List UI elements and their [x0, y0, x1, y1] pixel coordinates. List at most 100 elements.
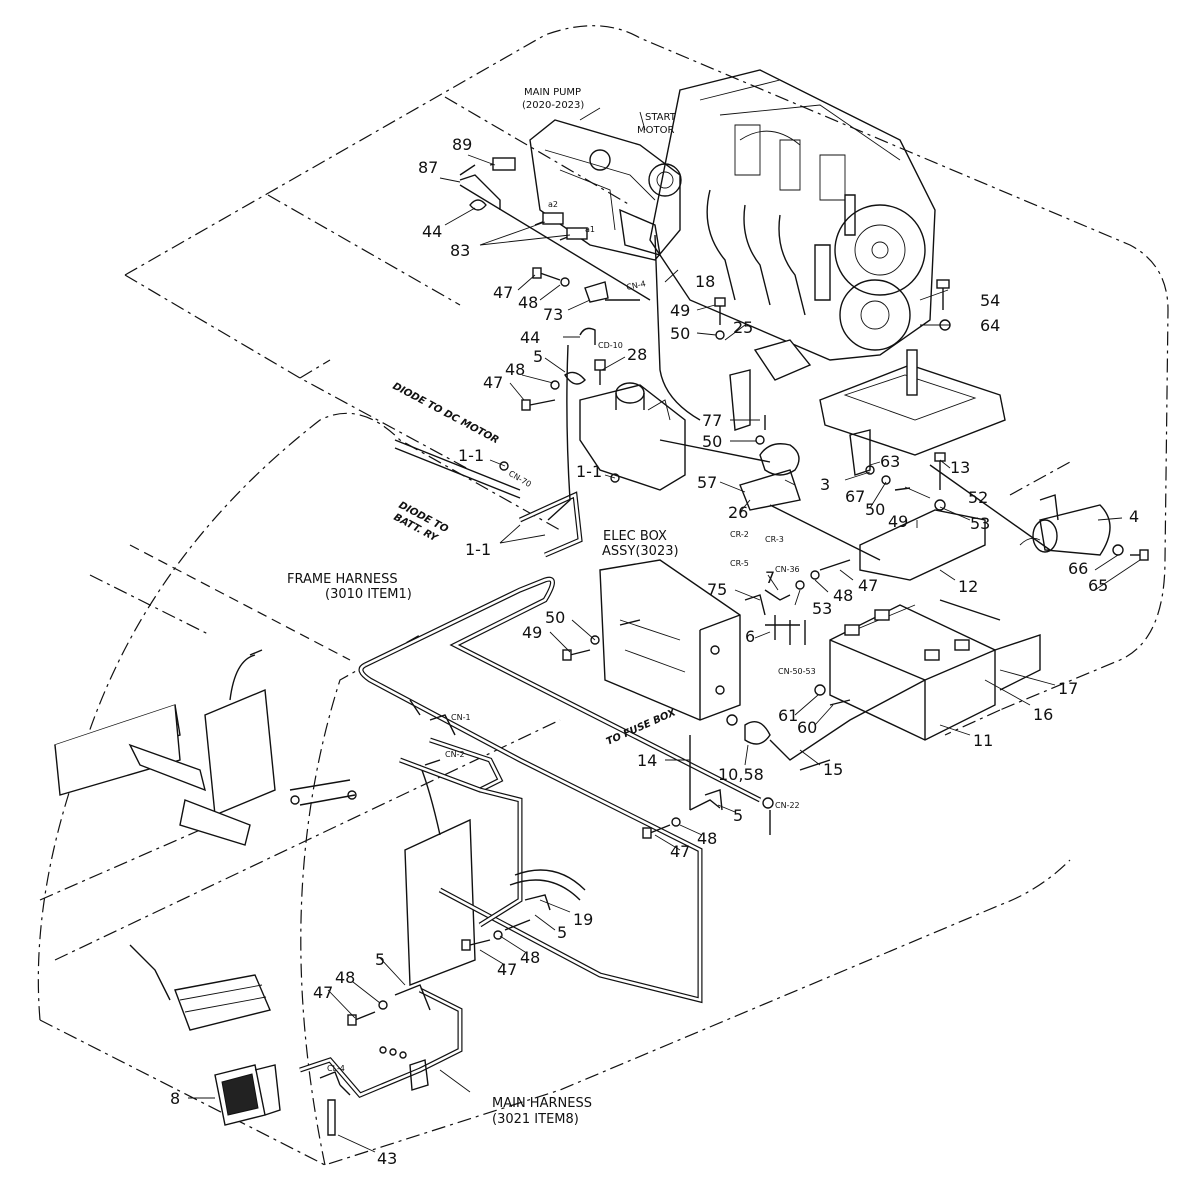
engine-assembly	[649, 69, 936, 361]
elec-box-label: ELEC BOX	[603, 529, 667, 544]
callout-14: 14	[637, 751, 657, 770]
main-pump-label: MAIN PUMP	[524, 87, 581, 98]
callout-26: 26	[728, 503, 748, 522]
callout-13: 13	[950, 458, 970, 477]
callout-48d: 48	[697, 829, 717, 848]
connector-cn1: CN-1	[451, 713, 471, 722]
callout-50b: 50	[702, 432, 722, 451]
machine-outline	[37, 25, 1169, 1166]
callout-12: 12	[958, 577, 978, 596]
connector-cr2: CR-2	[730, 530, 749, 539]
main-pump-ref: (2020-2023)	[522, 100, 584, 111]
callout-49a: 49	[670, 301, 690, 320]
callout-50c: 50	[865, 500, 885, 519]
callout-47d: 47	[670, 842, 690, 861]
callout-11a: 1-1	[458, 446, 484, 465]
callout-53a: 53	[970, 514, 990, 533]
callout-83: 83	[450, 241, 470, 260]
starter-motor	[579, 382, 771, 491]
fastener-hardware	[289, 164, 1149, 1136]
callout-89: 89	[452, 135, 472, 154]
callout-10-58: 10,58	[718, 765, 764, 784]
elec-box	[599, 559, 741, 721]
connector-cn2: CN-2	[445, 750, 465, 759]
elec-box-ref: ASSY(3023)	[602, 544, 679, 559]
connector-cn36: CN-36	[775, 565, 800, 574]
callout-8: 8	[170, 1089, 180, 1108]
connector-cd10: CD-10	[598, 341, 623, 350]
start-motor-label: START	[645, 112, 677, 123]
work-lamp	[214, 1064, 281, 1126]
callout-52: 52	[968, 488, 988, 507]
connector-cn22: CN-22	[775, 801, 800, 810]
connector-cn5053: CN-50-53	[778, 667, 816, 676]
callout-28: 28	[627, 345, 647, 364]
callout-47f: 47	[313, 983, 333, 1002]
callout-49b: 49	[888, 512, 908, 531]
batteries	[829, 604, 996, 741]
callout-25: 25	[733, 318, 753, 337]
callout-67: 67	[845, 487, 865, 506]
callout-5a: 5	[533, 347, 543, 366]
callout-5b: 5	[733, 806, 743, 825]
callout-15: 15	[823, 760, 843, 779]
callout-4: 4	[1129, 507, 1139, 526]
callout-17: 17	[1058, 679, 1078, 698]
callout-48a: 48	[518, 293, 538, 312]
callout-65: 65	[1088, 576, 1108, 595]
callout-57: 57	[697, 473, 717, 492]
main-harness-label: MAIN HARNESS	[492, 1096, 592, 1111]
callout-64: 64	[980, 316, 1000, 335]
callout-47c: 47	[858, 576, 878, 595]
callout-11b: 1-1	[576, 462, 602, 481]
callout-48f: 48	[335, 968, 355, 987]
connector-cr5: CR-5	[730, 559, 749, 568]
callout-50a: 50	[670, 324, 690, 343]
callout-54: 54	[980, 291, 1000, 310]
callout-3: 3	[820, 475, 830, 494]
main-harness-ref: (3021 ITEM8)	[492, 1112, 579, 1127]
callout-43: 43	[377, 1149, 397, 1168]
battery-tray	[819, 349, 1006, 581]
cab-controls	[54, 649, 476, 1031]
part-callouts: 89 87 44 83 47 48 73 18 49 50 25 54 64 4…	[170, 135, 1139, 1168]
connector-cr3: CR-3	[765, 535, 784, 544]
callout-48c: 48	[833, 586, 853, 605]
frame-harness-ref: (3010 ITEM1)	[325, 587, 412, 602]
callout-48e: 48	[520, 948, 540, 967]
callout-77: 77	[702, 411, 722, 430]
callout-75: 75	[707, 580, 727, 599]
connector-cl4: CL-4	[327, 1064, 345, 1073]
callout-61: 61	[778, 706, 798, 725]
callout-18: 18	[695, 272, 715, 291]
callout-6: 6	[745, 627, 755, 646]
callout-50d: 50	[545, 608, 565, 627]
callout-5d: 5	[375, 950, 385, 969]
callout-48b: 48	[505, 360, 525, 379]
callout-87: 87	[418, 158, 438, 177]
callout-11: 11	[973, 731, 993, 750]
callout-47a: 47	[493, 283, 513, 302]
callout-5c: 5	[557, 923, 567, 942]
harness-runs	[299, 234, 1051, 1099]
callout-53b: 53	[812, 599, 832, 618]
callout-49c: 49	[522, 623, 542, 642]
callout-19: 19	[573, 910, 593, 929]
frame-harness-label: FRAME HARNESS	[287, 572, 398, 587]
leader-lines	[188, 107, 1141, 1153]
horn	[1019, 494, 1111, 556]
callout-47b: 47	[483, 373, 503, 392]
main-pump	[529, 119, 682, 261]
callout-16: 16	[1033, 705, 1053, 724]
port-a2: a2	[548, 200, 558, 209]
callout-60: 60	[797, 718, 817, 737]
connector-cn4: CN-4	[626, 279, 647, 292]
port-a1: a1	[585, 225, 595, 234]
callout-7: 7	[765, 568, 775, 587]
callout-11c: 1-1	[465, 540, 491, 559]
callout-73: 73	[543, 305, 563, 324]
start-motor-label-2: MOTOR	[637, 125, 674, 136]
callout-44b: 44	[520, 328, 540, 347]
relay-bracket	[729, 339, 812, 511]
